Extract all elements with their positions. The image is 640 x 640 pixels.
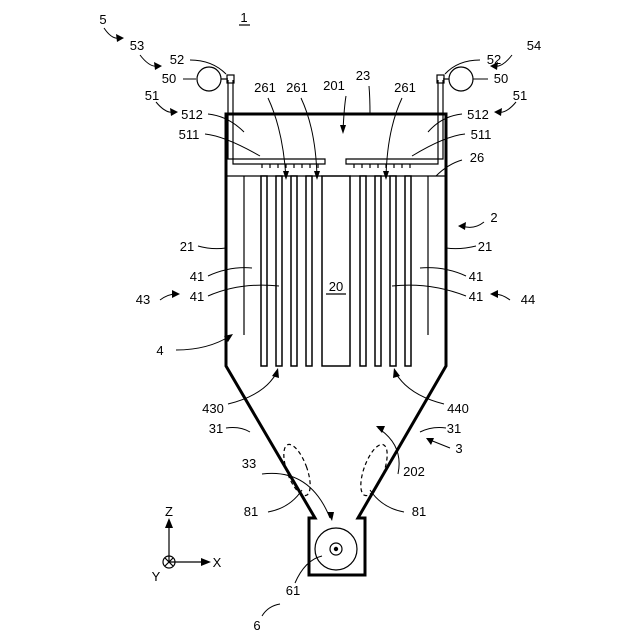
fin-right-3: [390, 176, 396, 366]
label-430: 430: [202, 401, 224, 416]
label-3: 3: [455, 441, 462, 456]
axis-z-label: Z: [165, 504, 173, 519]
fin-left-2: [276, 176, 282, 366]
label-21-right: 21: [478, 239, 492, 254]
label-4: 4: [156, 343, 163, 358]
fin-right-4: [405, 176, 411, 366]
label-52-left: 52: [170, 52, 184, 67]
label-61: 61: [286, 583, 300, 598]
label-54: 54: [527, 38, 541, 53]
label-81-right: 81: [412, 504, 426, 519]
label-20: 20: [329, 279, 343, 294]
label-26: 26: [470, 150, 484, 165]
axis-x-label: X: [213, 555, 222, 570]
label-50-right: 50: [494, 71, 508, 86]
fin-left-1: [261, 176, 267, 366]
label-2: 2: [490, 210, 497, 225]
axis-y-label: Y: [152, 569, 161, 584]
label-53: 53: [130, 38, 144, 53]
pressure-gauge-right: [449, 67, 473, 91]
label-41-d: 41: [469, 289, 483, 304]
label-51-left: 51: [145, 88, 159, 103]
label-261-a: 261: [254, 80, 276, 95]
label-44: 44: [521, 292, 535, 307]
label-261-b: 261: [286, 80, 308, 95]
label-511-right: 511: [471, 127, 492, 142]
label-6: 6: [253, 618, 260, 633]
label-50-left: 50: [162, 71, 176, 86]
label-31-left: 31: [209, 421, 223, 436]
label-201: 201: [323, 78, 345, 93]
label-41-c: 41: [190, 289, 204, 304]
label-33: 33: [242, 456, 256, 471]
label-52-right: 52: [487, 52, 501, 67]
label-81-left: 81: [244, 504, 258, 519]
fin-right-1: [360, 176, 366, 366]
center-partition: [322, 176, 350, 366]
label-51-right: 51: [513, 88, 527, 103]
label-21-left: 21: [180, 239, 194, 254]
label-512-left: 512: [181, 107, 203, 122]
label-511-left: 511: [179, 127, 200, 142]
label-23: 23: [356, 68, 370, 83]
figure-number: 1: [240, 10, 247, 25]
fin-right-2: [375, 176, 381, 366]
label-41-a: 41: [190, 269, 204, 284]
label-440: 440: [447, 401, 469, 416]
axis-indicator: [163, 518, 211, 568]
pressure-gauge-left: [197, 67, 221, 91]
fin-left-3: [291, 176, 297, 366]
label-202: 202: [403, 464, 425, 479]
screw-center: [334, 547, 338, 551]
label-261-c: 261: [394, 80, 416, 95]
label-43: 43: [136, 292, 150, 307]
label-31-right: 31: [447, 421, 461, 436]
fin-left-4: [306, 176, 312, 366]
label-41-b: 41: [469, 269, 483, 284]
label-5: 5: [99, 12, 106, 27]
label-512-right: 512: [467, 107, 489, 122]
